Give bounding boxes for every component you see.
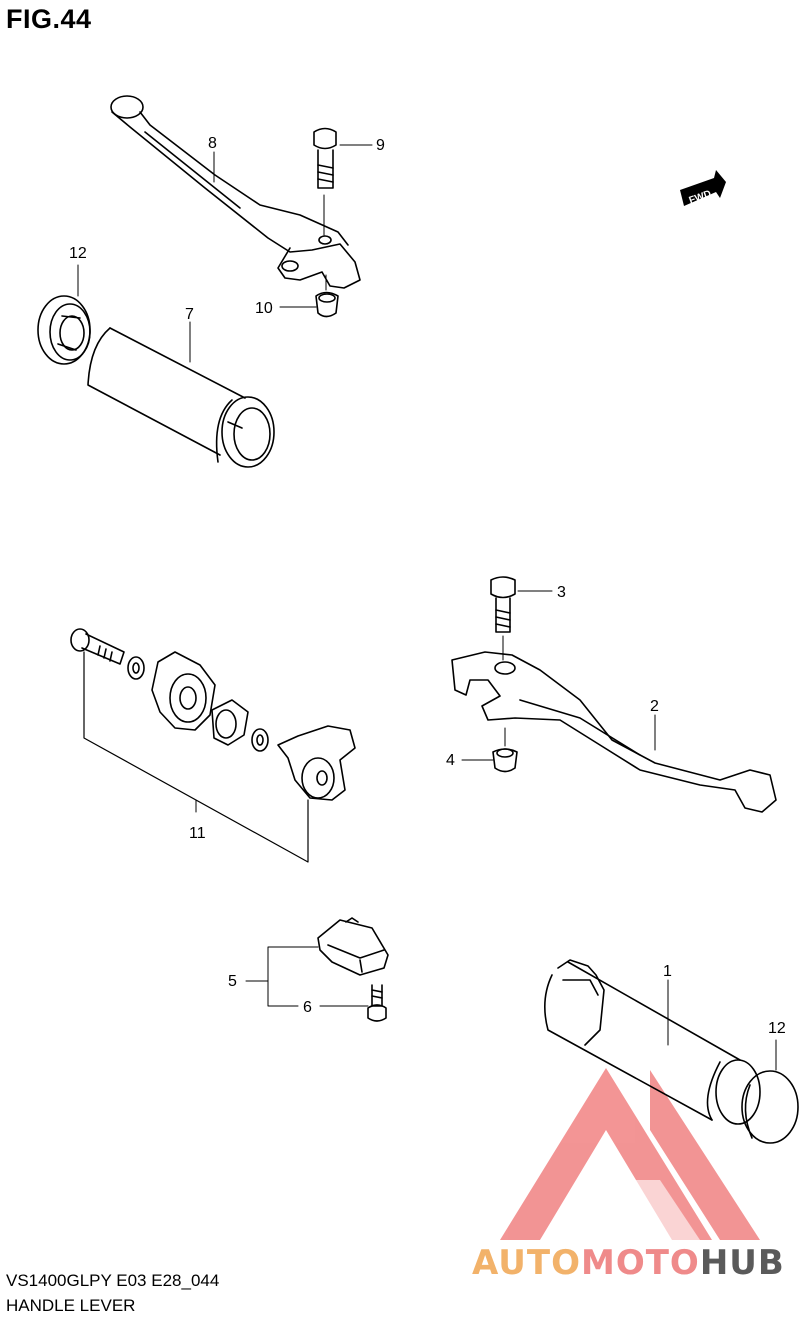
lever-part-8 — [110, 95, 361, 289]
lever-part-2 — [451, 651, 777, 813]
figure-title: FIG.44 — [6, 4, 92, 34]
callout-12-top: 12 — [69, 245, 87, 262]
screw-part-6 — [367, 984, 387, 1022]
callout-9: 9 — [376, 137, 385, 154]
watermark-logo — [500, 1068, 760, 1240]
nut-part-10 — [315, 274, 339, 318]
grip-part-7 — [87, 327, 275, 468]
callout-5: 5 — [228, 973, 237, 990]
callout-11: 11 — [189, 825, 206, 842]
callout-10: 10 — [255, 300, 273, 317]
callout-6: 6 — [303, 999, 312, 1016]
watermark-part-hub: HUB — [699, 1243, 785, 1283]
switch-part-5 — [317, 917, 389, 976]
callout-7: 7 — [185, 306, 194, 323]
watermark-part-auto: AUTO — [472, 1243, 581, 1283]
leader-lines — [77, 144, 669, 1046]
watermark-text: AUTOMOTOHUB — [472, 1243, 785, 1283]
footer-model-code: VS1400GLPY E03 E28_044 — [6, 1271, 220, 1290]
footer-figure-name: HANDLE LEVER — [6, 1296, 136, 1315]
callout-labels: 8 9 10 12 7 3 2 4 11 5 6 1 12 — [69, 135, 786, 1037]
callout-4: 4 — [446, 752, 455, 769]
grip-end-part-12-bottom — [741, 1039, 799, 1144]
callout-3: 3 — [557, 584, 566, 601]
grip-end-part-12-top — [37, 295, 91, 365]
watermark-part-moto: MOTO — [580, 1243, 700, 1283]
nut-part-4 — [492, 727, 518, 773]
callout-8: 8 — [208, 135, 217, 152]
callout-2: 2 — [650, 698, 659, 715]
bolt-part-9 — [313, 127, 337, 236]
bolt-part-3 — [490, 576, 516, 661]
assembly-part-11 — [70, 628, 356, 863]
callout-12-bottom: 12 — [768, 1020, 786, 1037]
callout-1: 1 — [663, 963, 672, 980]
throttle-grip-part-1 — [544, 959, 761, 1125]
fwd-direction-arrow: FWD — [680, 170, 726, 207]
